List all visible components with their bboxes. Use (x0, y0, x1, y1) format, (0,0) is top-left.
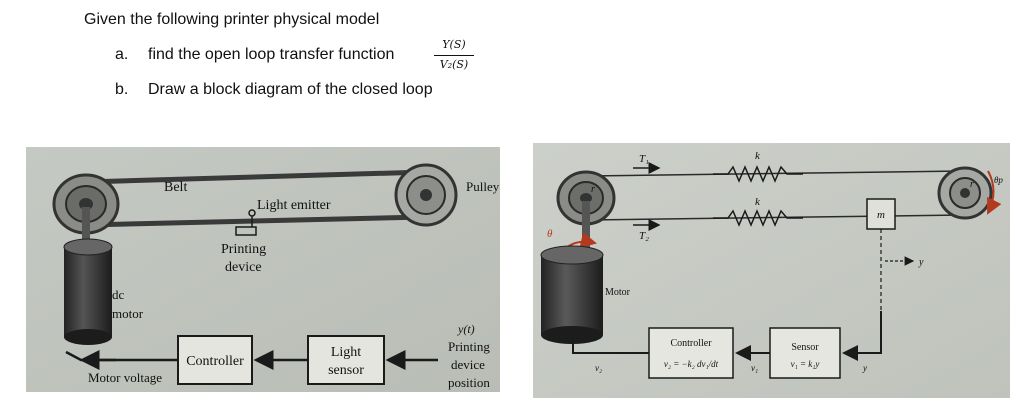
sensor-label: Sensor (791, 342, 819, 353)
right-pulley (937, 166, 993, 220)
controller-block: Controller v₂ = −k₂ dv₁/dt (648, 327, 734, 379)
controller-label: Controller (186, 354, 244, 369)
motor-shaft (82, 207, 90, 252)
sensor-block: Sensor v₁ = k₁y (769, 327, 841, 379)
light-sensor-label-2: sensor (328, 363, 364, 378)
transfer-function-fraction: Y(S) V₂(S) (432, 38, 476, 78)
r-left-label: r (591, 184, 595, 195)
mass-block (866, 198, 896, 230)
dc-motor-body (63, 238, 113, 345)
printing-position-label-1: Printing (448, 339, 490, 354)
spring-bottom-icon (713, 209, 803, 227)
motor-label: Motor (605, 287, 631, 298)
pulley-rotation-arrow (987, 170, 1002, 215)
item-b-marker: b. (115, 81, 129, 98)
left-printer-figure: Belt Pulley Light emitter Printing devic… (26, 147, 500, 392)
k-bottom-label: k (755, 196, 761, 208)
left-pulley (556, 170, 616, 226)
printing-device-label-1: Printing (221, 242, 266, 257)
v1-label: v₁ (751, 363, 758, 373)
printing-device-label-2: device (225, 260, 262, 275)
right-pulley (394, 163, 458, 227)
belt-label: Belt (164, 180, 187, 195)
belt-top (85, 169, 427, 185)
belt-bottom (85, 214, 427, 228)
light-sensor-block: Light sensor (307, 335, 385, 385)
light-emitter-label: Light emitter (257, 198, 331, 213)
y-arrow-label: y (918, 257, 924, 268)
y-output-label: y (862, 363, 867, 373)
item-a-marker: a. (115, 46, 129, 63)
yt-label: y(t) (457, 322, 475, 336)
motor-shaft (582, 201, 590, 256)
motor-body (540, 245, 604, 344)
printing-position-label-3: position (448, 375, 490, 390)
spring-top-icon (713, 165, 803, 183)
sensor-equation: v₁ = k₁y (791, 359, 820, 369)
theta-p-label: θp (994, 175, 1003, 185)
pulley-label: Pulley (466, 179, 500, 194)
belt-upper (587, 170, 964, 177)
item-a-text: find the open loop transfer function (148, 46, 395, 63)
controller-label: Controller (670, 338, 712, 349)
r-right-label: r (970, 179, 974, 190)
theta-label: θ (547, 228, 553, 240)
motor-label: motor (112, 306, 144, 321)
mass-to-sensor-arrow (842, 311, 882, 361)
controller-to-motor-line (572, 339, 649, 354)
question-intro: Given the following printer physical mod… (84, 11, 380, 28)
light-sensor-label-1: Light (331, 345, 361, 360)
v2-label: v₂ (595, 363, 602, 373)
printing-position-label-2: device (451, 357, 485, 372)
fraction-numerator: Y(S) (442, 38, 466, 51)
motor-voltage-label: Motor voltage (88, 370, 162, 385)
t2-label: T₂ (639, 230, 649, 242)
t1-label: T₁ (639, 153, 649, 165)
mass-label: m (877, 209, 885, 221)
controller-equation: v₂ = −k₂ dv₁/dt (664, 359, 719, 369)
controller-block: Controller (177, 335, 253, 385)
fraction-denominator: V₂(S) (439, 58, 469, 71)
fraction-bar (434, 55, 474, 56)
k-top-label: k (755, 150, 761, 162)
light-emitter-icon (235, 209, 257, 236)
dc-label: dc (112, 287, 125, 302)
item-b-text: Draw a block diagram of the closed loop (148, 81, 433, 98)
right-printer-model: k k T₁ T₂ r θ Motor r θp m y Controller … (533, 143, 1010, 398)
